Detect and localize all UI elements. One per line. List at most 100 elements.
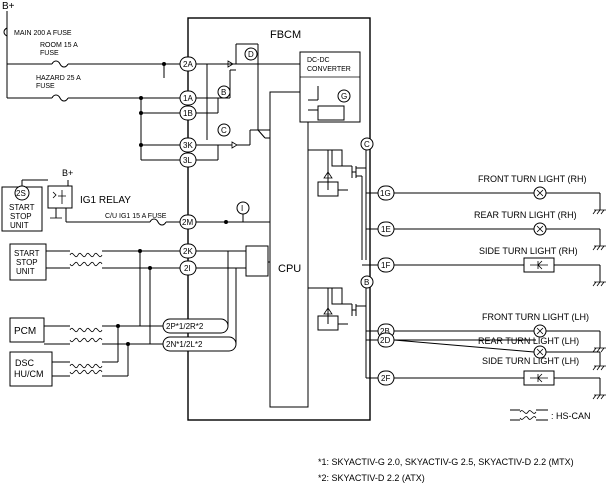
svg-text:2N*1/2L*2: 2N*1/2L*2 <box>166 340 203 349</box>
side-rh-label: SIDE TURN LIGHT (RH) <box>479 246 578 256</box>
pin-2a: 2A <box>179 56 197 72</box>
hscan-legend-label: : HS-CAN <box>551 411 591 421</box>
footnote-1: *1: SKYACTIV-G 2.0, SKYACTIV-G 2.5, SKYA… <box>318 457 574 467</box>
footnote-2: *2: SKYACTIV-D 2.2 (ATX) <box>318 473 425 483</box>
svg-text:1B: 1B <box>183 109 193 118</box>
pin-1g: 1G <box>377 185 395 201</box>
pin-3l: 3L <box>179 152 197 168</box>
main-fuse-icon <box>3 27 8 37</box>
pcm-label: PCM <box>14 326 36 337</box>
cpu-label: CPU <box>278 263 301 275</box>
circle-label-d <box>244 47 258 61</box>
bplus-relay-label: B+ <box>62 168 73 178</box>
svg-text:1E: 1E <box>381 225 391 234</box>
circle-label-c-upper <box>217 123 231 137</box>
svg-text:1F: 1F <box>381 261 390 270</box>
svg-text:2P*1/2R*2: 2P*1/2R*2 <box>166 322 204 331</box>
start-stop-top-label-3: UNIT <box>10 221 29 230</box>
rear-rh-lamp-icon <box>536 225 544 233</box>
rear-lh-label: REAR TURN LIGHT (LH) <box>478 336 579 346</box>
pin-1a: 1A <box>179 90 197 106</box>
hazard-fuse-icon <box>51 94 69 102</box>
pin-1b: 1B <box>179 105 197 121</box>
circle-label-c-right <box>360 137 374 151</box>
pin-2n-2l: 2N*1/2L*2 <box>162 336 237 352</box>
circle-label-d-text: D <box>248 50 254 59</box>
svg-text:2F: 2F <box>381 374 390 383</box>
dcdc-label-2: CONVERTER <box>307 66 351 73</box>
svg-text:2B: 2B <box>380 327 390 336</box>
circle-label-g-text: G <box>341 92 347 101</box>
start-stop-unit-bottom-box <box>9 243 47 281</box>
cpu-box <box>269 91 309 408</box>
can-twisted-pair-dsc <box>52 326 129 377</box>
svg-text:2I: 2I <box>184 264 191 273</box>
svg-text:2D: 2D <box>380 336 390 345</box>
pin-3k: 3K <box>179 137 197 153</box>
svg-text:3K: 3K <box>183 141 193 150</box>
pin-2k: 2K <box>179 243 197 259</box>
dcdc-inner-block <box>317 105 345 121</box>
start-stop-top-label-2: STOP <box>10 212 32 221</box>
circle-label-b-right <box>360 275 374 289</box>
pin-2d-visible: 2D <box>377 332 395 348</box>
svg-text:2S: 2S <box>16 189 26 198</box>
can-twisted-pair-pcm <box>44 325 163 345</box>
ig1-relay-label: IG1 RELAY <box>80 195 131 206</box>
start-stop-top-label-1: START <box>9 203 35 212</box>
pin-2m: 2M <box>179 214 197 230</box>
can-twisted-pair-start-stop <box>46 250 180 269</box>
hscan-legend-icon <box>510 409 548 421</box>
rear-lh-lamp-group <box>393 339 601 366</box>
fbcm-title: FBCM <box>270 29 301 41</box>
front-rh-lamp-icon <box>536 189 544 197</box>
start-stop-bottom-label-1: START <box>14 249 40 258</box>
dsc-label-2: HU/CM <box>14 369 44 379</box>
lower-driver-small <box>331 287 343 305</box>
room-fuse-icon <box>51 60 69 68</box>
circle-label-b-right-text: B <box>364 278 369 287</box>
hazard-fuse-label-2: FUSE <box>36 83 55 90</box>
ig1-relay-box <box>47 185 73 209</box>
relay-coil-icon <box>52 190 66 204</box>
svg-text:2M: 2M <box>182 218 193 227</box>
cu-ig1-fuse-label: C/U IG1 15 A FUSE <box>105 213 167 220</box>
circle-label-g <box>337 89 351 103</box>
pcm-box <box>9 317 45 343</box>
start-stop-bottom-label-3: UNIT <box>16 267 35 276</box>
svg-text:2A: 2A <box>183 60 193 69</box>
circle-label-c-right-text: C <box>364 140 370 149</box>
front-rh-label: FRONT TURN LIGHT (RH) <box>478 174 587 184</box>
pin-2i: 2I <box>179 260 197 276</box>
dsc-hucm-box <box>9 351 53 387</box>
pin-1f: 1F <box>377 257 395 273</box>
start-stop-top-pin-2s: 2S <box>14 185 30 201</box>
front-lh-lamp-icon <box>536 327 544 335</box>
dcdc-label-1: DC-DC <box>307 57 330 64</box>
bplus-top-label: B+ <box>2 1 15 12</box>
room-fuse-label-2: FUSE <box>40 50 59 57</box>
cu-ig1-fuse-icon <box>149 218 167 226</box>
circle-label-c-upper-text: C <box>221 126 227 135</box>
circle-label-i-text: I <box>241 204 243 213</box>
svg-text:2K: 2K <box>183 247 193 256</box>
side-lh-label: SIDE TURN LIGHT (LH) <box>482 356 579 366</box>
front-lh-label: FRONT TURN LIGHT (LH) <box>482 312 589 322</box>
upper-driver-small <box>331 149 343 167</box>
main-fuse-label: MAIN 200 A FUSE <box>14 30 72 37</box>
room-fuse-label-1: ROOM 15 A <box>40 42 78 49</box>
start-stop-bottom-label-2: STOP <box>16 258 38 267</box>
dsc-label-1: DSC <box>15 358 35 368</box>
svg-text:1A: 1A <box>183 94 193 103</box>
hazard-fuse-label-1: HAZARD 25 A <box>36 75 81 82</box>
svg-text:3L: 3L <box>183 156 192 165</box>
pin-2p-2r: 2P*1/2R*2 <box>162 318 229 334</box>
rear-rh-label: REAR TURN LIGHT (RH) <box>474 210 577 220</box>
pin-1e: 1E <box>377 221 395 237</box>
circle-label-b-upper-text: B <box>221 88 226 97</box>
pin-2f: 2F <box>377 370 395 386</box>
svg-text:1G: 1G <box>380 189 391 198</box>
can-transceiver-box <box>245 245 269 277</box>
ground-icons <box>592 209 606 400</box>
